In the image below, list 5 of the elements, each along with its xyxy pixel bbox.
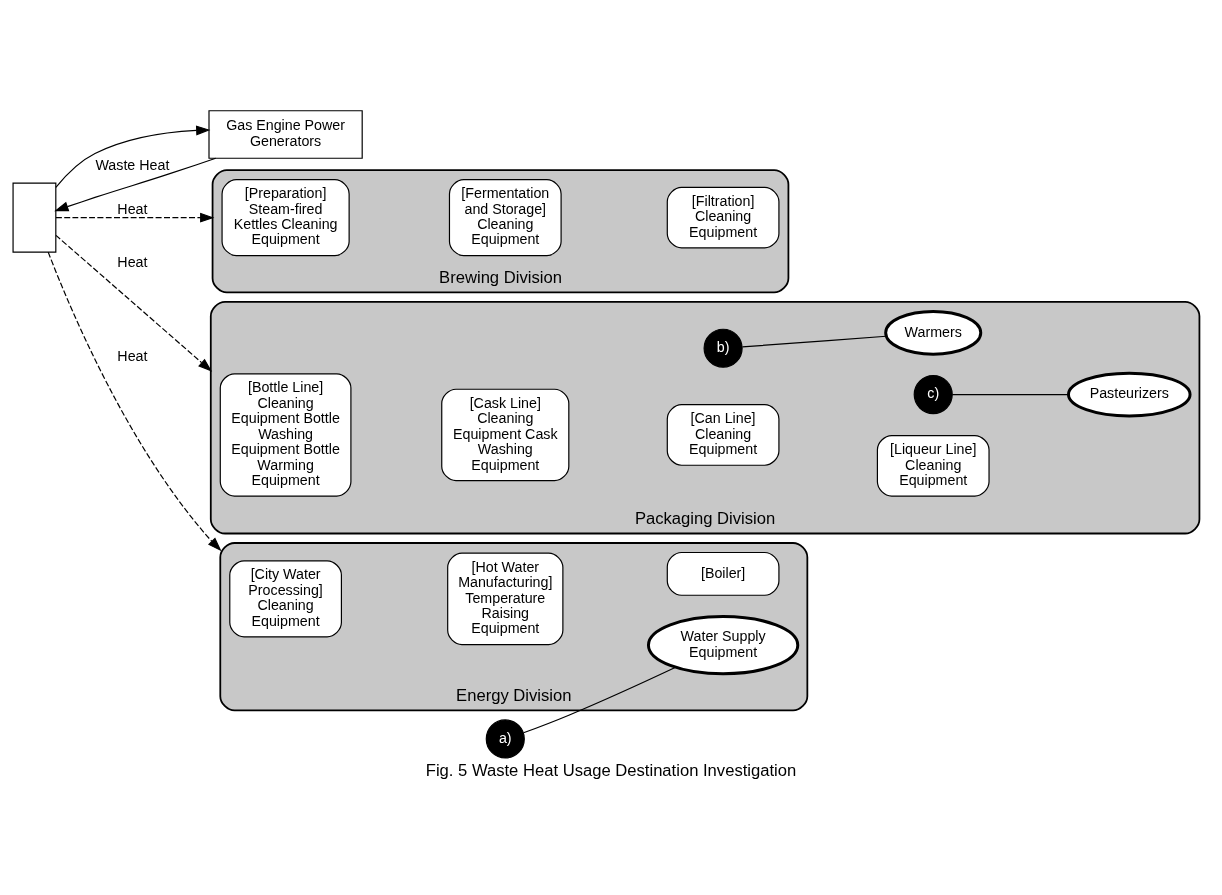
edge-label: Heat (117, 200, 148, 217)
edge-label: Heat (117, 253, 148, 270)
edge-label: Waste Heat (95, 156, 170, 173)
edge-label: Heat (117, 347, 148, 364)
caption: Fig. 5 Waste Heat Usage Destination Investigation (425, 760, 797, 780)
